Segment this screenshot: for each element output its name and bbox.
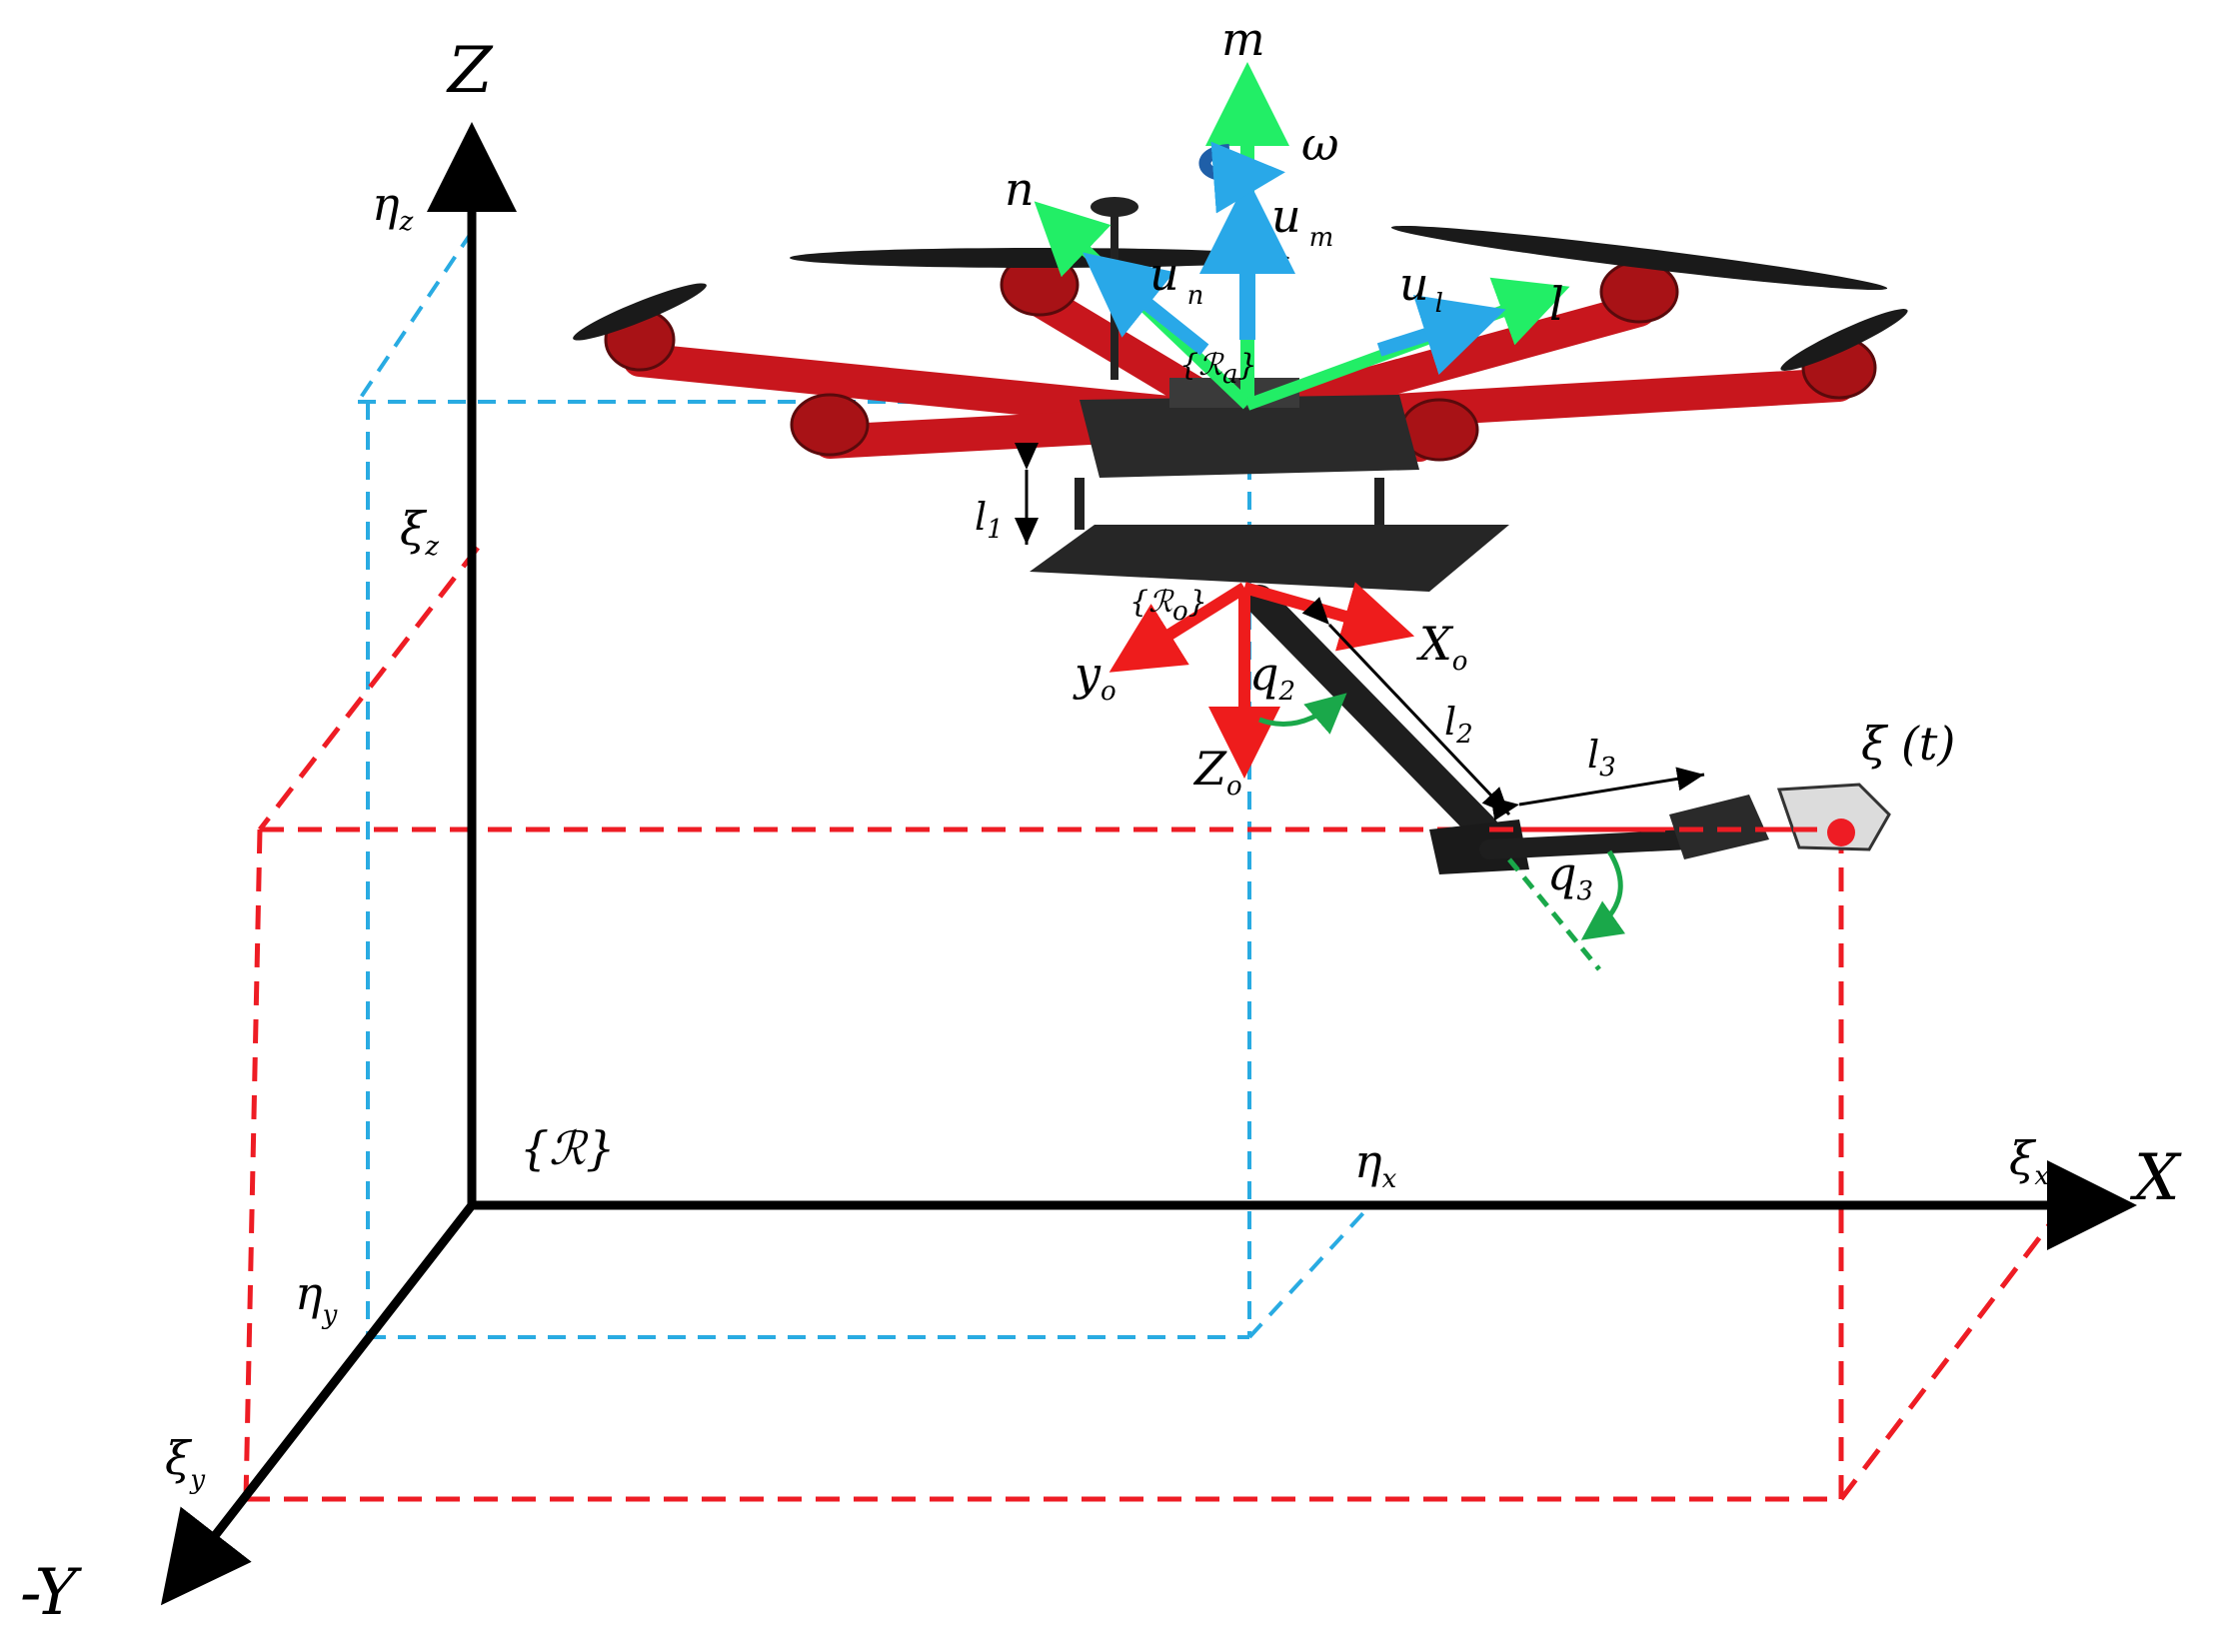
omega-label: ω bbox=[1301, 117, 1339, 171]
manipulator-arm bbox=[1244, 585, 1891, 874]
y-axis bbox=[160, 1202, 476, 1606]
end-effector-point bbox=[1827, 819, 1855, 846]
arm-link-3 bbox=[1479, 829, 1699, 859]
y-o-label: yo bbox=[1073, 647, 1116, 707]
l-label: l bbox=[1549, 277, 1564, 331]
end-effector-label: ξ (t) bbox=[1861, 717, 1955, 771]
z-axis-label: Z bbox=[446, 34, 494, 108]
body-frame-label: {ℛa} bbox=[1179, 348, 1257, 390]
eta-x-label: ηx bbox=[1354, 1134, 1397, 1194]
red-projection-lines bbox=[243, 546, 2069, 1502]
xi-y-label: ξy bbox=[165, 1431, 205, 1495]
arm-elbow bbox=[1429, 820, 1529, 874]
gps-antenna bbox=[1091, 197, 1138, 217]
l1-label: l1 bbox=[975, 495, 1004, 545]
eta-z-label: ηz bbox=[372, 177, 414, 237]
omega-rotation-icon bbox=[1198, 141, 1285, 214]
l2-dimension bbox=[1301, 597, 1511, 817]
joint-angles bbox=[1258, 693, 1626, 971]
l3-dimension bbox=[1490, 767, 1705, 822]
q3-reference-line bbox=[1507, 857, 1601, 971]
inertial-axes bbox=[160, 122, 2137, 1606]
q2-label: q2 bbox=[1249, 647, 1295, 707]
q3-arc bbox=[1580, 849, 1626, 940]
xi-x-label: ξx bbox=[2009, 1131, 2049, 1191]
drone-body bbox=[1080, 395, 1419, 478]
m-label: m bbox=[1221, 12, 1265, 66]
origin-frame-label: {ℛ} bbox=[520, 1121, 615, 1175]
length-dimensions bbox=[1015, 443, 1705, 822]
eta-y-label: ηy bbox=[295, 1266, 338, 1330]
u-n-arrow bbox=[1083, 252, 1209, 356]
x-axis-label: X bbox=[2129, 1141, 2182, 1215]
n-label: n bbox=[1005, 162, 1035, 216]
u-l-arrow bbox=[1376, 295, 1506, 376]
drone-motors bbox=[604, 253, 1877, 462]
q2-arc bbox=[1258, 693, 1347, 735]
arm-frame-label: {ℛo} bbox=[1129, 585, 1207, 627]
q3-label: q3 bbox=[1547, 846, 1593, 906]
arm-gripper bbox=[1776, 783, 1891, 851]
z-o-label: Zo bbox=[1192, 742, 1242, 802]
y-axis-label: -Y bbox=[20, 1556, 83, 1630]
drone-landing-plate bbox=[1030, 525, 1509, 592]
l2-label: l2 bbox=[1444, 700, 1473, 750]
xi-z-label: ξz bbox=[400, 502, 439, 562]
y-o-arrow bbox=[1109, 582, 1248, 673]
x-o-label: Xo bbox=[1416, 617, 1467, 677]
l3-label: l3 bbox=[1587, 733, 1616, 783]
body-frame-arrows bbox=[1034, 62, 1570, 411]
